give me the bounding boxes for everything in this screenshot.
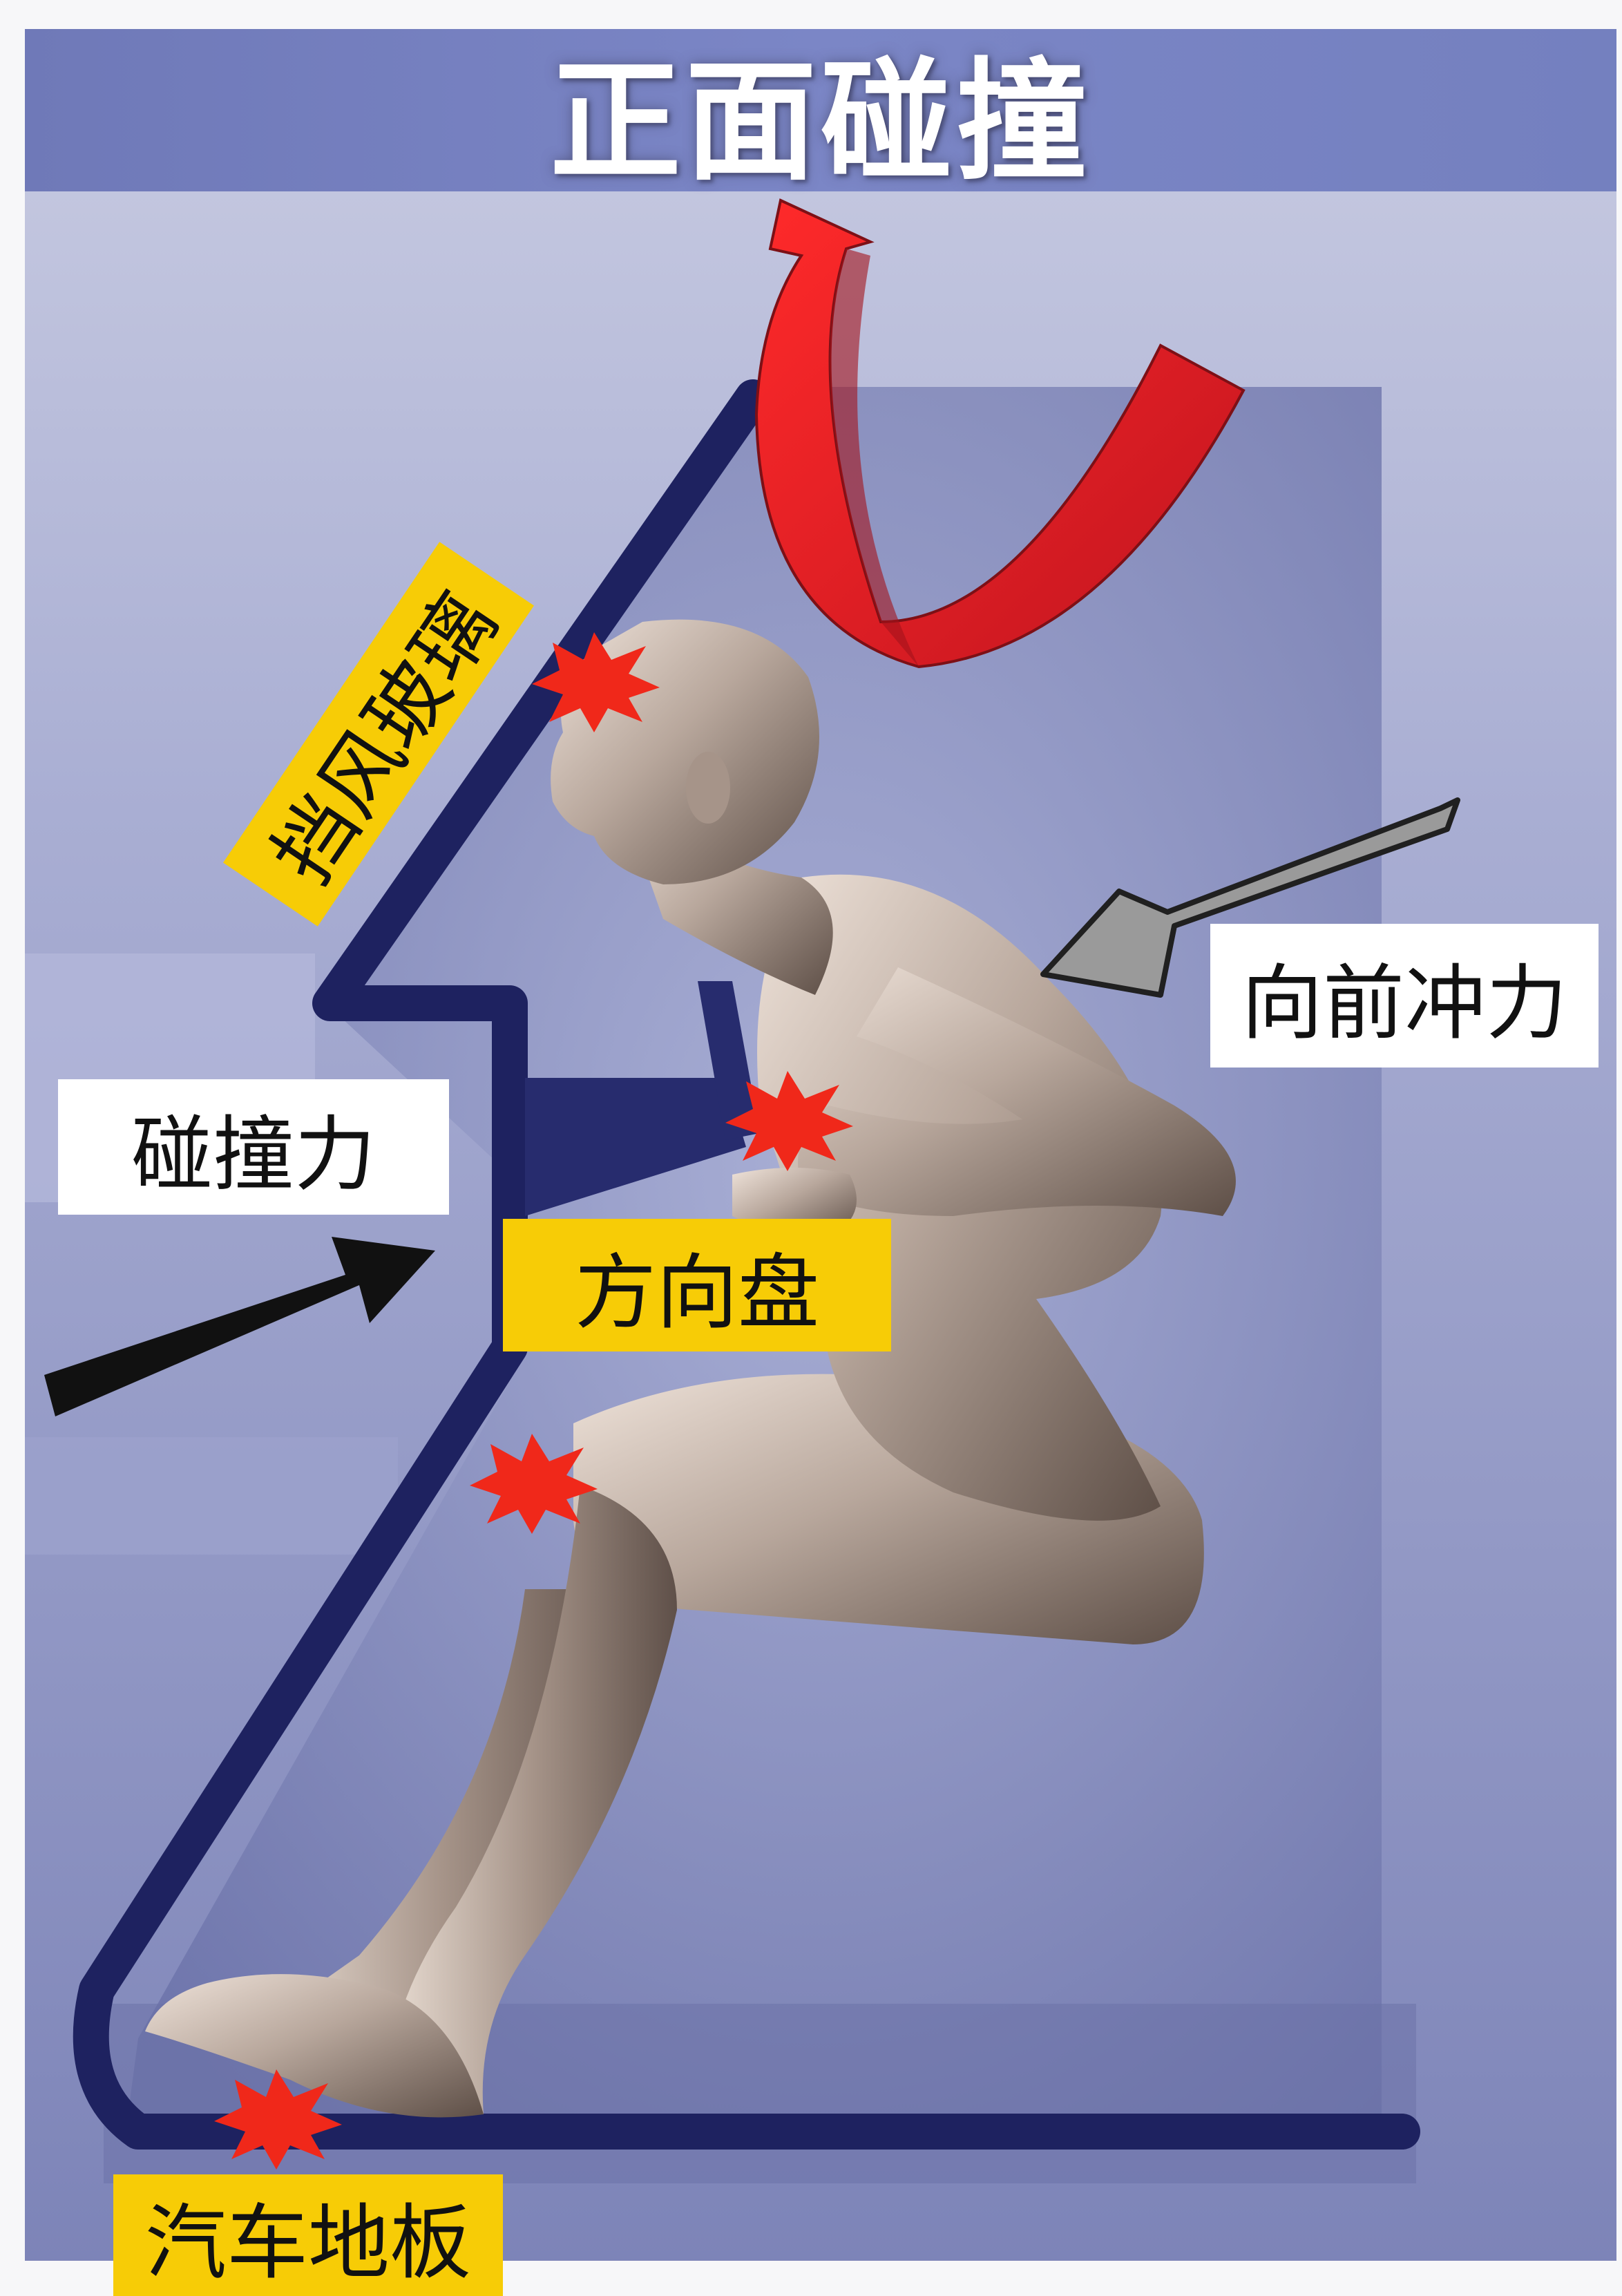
impact-force-label: 碰撞力 — [58, 1079, 449, 1215]
page-title: 正面碰撞 — [25, 29, 1616, 191]
car-floor-label: 汽车地板 — [113, 2174, 503, 2296]
left-band-lower — [25, 1437, 398, 1555]
forward-force-label: 向前冲力 — [1210, 924, 1599, 1068]
steering-wheel-label: 方向盘 — [503, 1219, 891, 1351]
ear — [686, 752, 730, 824]
